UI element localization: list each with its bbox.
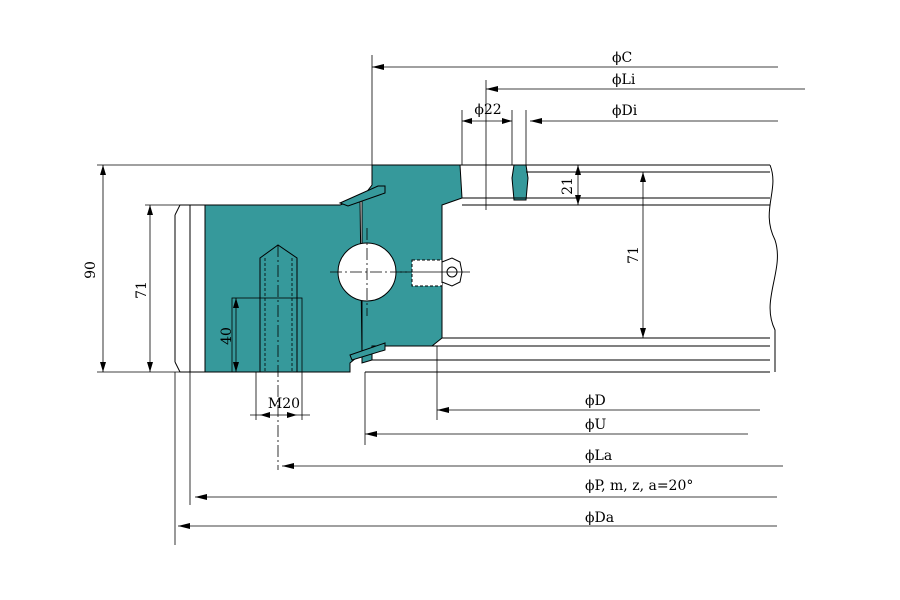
dim-21: 21 xyxy=(560,177,576,195)
dim-71-inner: 71 xyxy=(626,246,642,264)
dim-m20: M20 xyxy=(268,396,300,412)
gear-tooth-section xyxy=(511,164,529,201)
dim-90: 90 xyxy=(83,261,99,279)
dim-phi-la: ϕLa xyxy=(585,448,612,464)
dim-phi-da: ϕDa xyxy=(585,510,614,526)
dim-phi-p: ϕP, m, z, a=20° xyxy=(585,478,693,494)
dim-phi-d: ϕD xyxy=(585,393,606,409)
inner-chamfer-bottom xyxy=(349,342,386,361)
dim-phi-c: ϕC xyxy=(612,50,632,66)
dim-phi-di: ϕDi xyxy=(612,103,638,119)
dim-phi-li: ϕLi xyxy=(612,72,636,88)
dim-phi-u: ϕU xyxy=(585,417,607,433)
grease-bolt xyxy=(411,259,443,287)
dim-71-outer: 71 xyxy=(134,281,150,299)
dim-40: 40 xyxy=(219,327,235,345)
dim-phi-22: ϕ22 xyxy=(474,102,501,118)
threaded-hole xyxy=(259,244,298,373)
inner-chamfer-top xyxy=(338,185,386,207)
